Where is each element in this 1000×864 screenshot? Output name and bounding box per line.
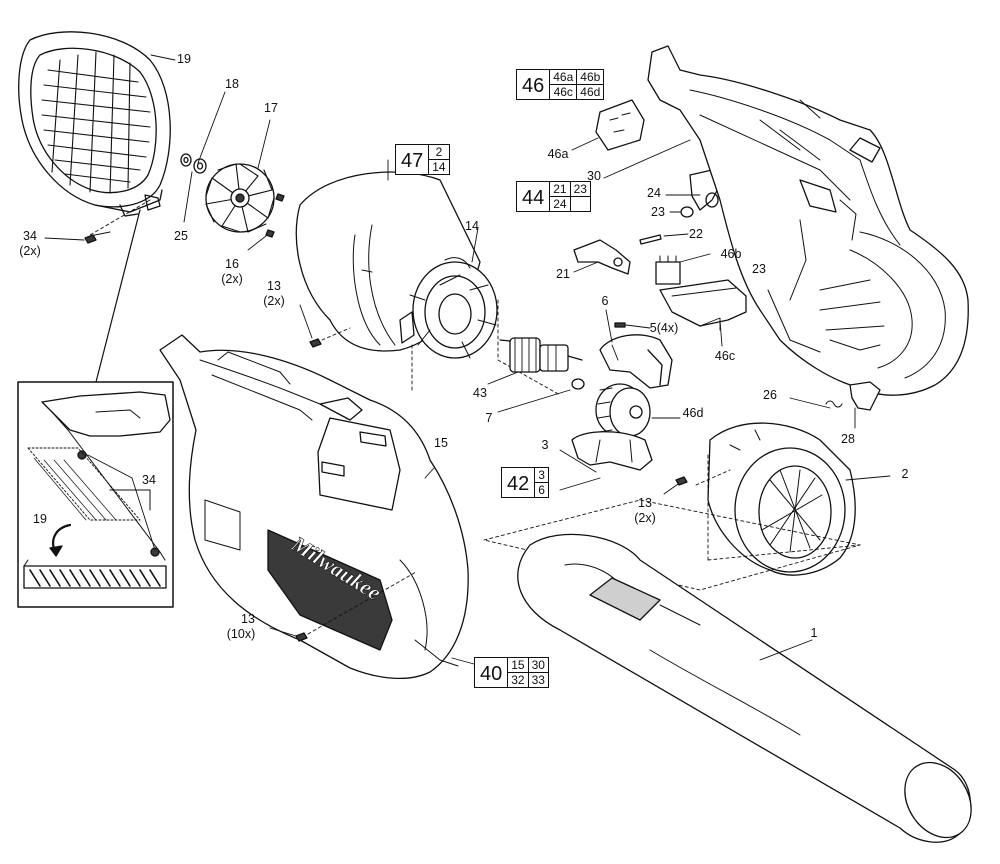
- kit-44-item: 24: [550, 196, 570, 211]
- label-part-24: 24: [647, 186, 661, 200]
- kit-42-item: 3: [538, 468, 545, 482]
- label-part-16-qty: (2x): [221, 272, 243, 286]
- label-part-34-qty: (2x): [19, 244, 41, 258]
- label-part-19: 19: [177, 52, 191, 66]
- label-part-26: 26: [763, 388, 777, 402]
- label-part-13-lower: 13: [241, 612, 255, 626]
- label-part-16: 16: [225, 257, 239, 271]
- brush-holder-part-2: [571, 431, 653, 471]
- speed-control-part: [655, 255, 681, 285]
- label-part-28: 28: [841, 432, 855, 446]
- kit-42-item: 6: [535, 482, 548, 497]
- label-part-43: 43: [473, 386, 487, 400]
- label-part-46b: 46b: [720, 247, 742, 261]
- trigger-part: [573, 239, 631, 275]
- kit-42-number: 42: [502, 468, 536, 497]
- label-inset-part-19: 19: [33, 512, 47, 526]
- label-part-17: 17: [264, 101, 278, 115]
- label-part-46a: 46a: [547, 147, 569, 161]
- label-part-2: 2: [901, 467, 909, 481]
- label-part-23-b: 23: [752, 262, 766, 276]
- label-part-23-a: 23: [651, 205, 665, 219]
- label-part-7: 7: [485, 411, 493, 425]
- label-part-1: 1: [810, 626, 818, 640]
- left-housing-part: [159, 334, 469, 680]
- label-part-6: 6: [601, 294, 609, 308]
- kit-40-number: 40: [475, 658, 509, 687]
- fan-part: [205, 163, 275, 233]
- right-housing-part: [647, 45, 969, 396]
- label-part-46c: 46c: [714, 349, 736, 363]
- label-part-13-right-qty: (2x): [634, 511, 656, 525]
- kit-40-item: 32: [508, 672, 528, 687]
- nozzle-part: [517, 533, 972, 843]
- label-part-22: 22: [689, 227, 703, 241]
- kit-47-item: 14: [429, 159, 449, 174]
- kit-47-number: 47: [396, 145, 430, 174]
- kit-44-item: 21: [553, 182, 567, 196]
- kit-44-number: 44: [517, 182, 551, 211]
- label-part-15: 15: [434, 436, 448, 450]
- switch-part: [595, 99, 645, 151]
- brush-holder-part: [599, 334, 673, 389]
- label-part-13-lower-qty: (10x): [226, 627, 256, 641]
- kit-40-item: 30: [527, 658, 548, 672]
- kit-40-item: 33: [527, 672, 548, 687]
- label-part-21: 21: [556, 267, 570, 281]
- label-part-18: 18: [225, 77, 239, 91]
- label-part-25: 25: [174, 229, 188, 243]
- kit-box-44: 44 21 23 24: [516, 181, 591, 212]
- label-part-13-right: 13: [638, 496, 652, 510]
- kit-box-46: 46 46a 46b 46c 46d: [516, 69, 605, 100]
- label-part-3: 3: [541, 438, 549, 452]
- kit-46-number: 46: [517, 70, 551, 99]
- label-part-14: 14: [465, 219, 479, 233]
- label-part-30: 30: [587, 169, 601, 183]
- control-board-part: [659, 279, 747, 331]
- label-part-34: 34: [23, 229, 37, 243]
- kit-44-item: 23: [569, 182, 590, 196]
- kit-box-40: 40 15 30 32 33: [474, 657, 549, 688]
- kit-box-47: 47 2 14: [395, 144, 450, 175]
- inset-detail: [17, 381, 174, 608]
- kit-40-item: 15: [511, 658, 525, 672]
- kit-46-item: 46b: [576, 70, 603, 84]
- label-part-13-upper-qty: (2x): [263, 294, 285, 308]
- armature-part: [499, 337, 583, 373]
- kit-46-item: 46a: [553, 70, 574, 84]
- motor-shroud-part: [295, 171, 498, 359]
- label-part-13-upper: 13: [267, 279, 281, 293]
- commutator-part: [595, 383, 651, 437]
- label-part-46d: 46d: [682, 406, 704, 420]
- kit-46-item: 46d: [576, 84, 604, 99]
- kit-44-item-empty: [569, 196, 590, 211]
- kit-46-item: 46c: [550, 84, 577, 99]
- fan-housing-part: [707, 422, 856, 576]
- label-inset-part-34: 34: [142, 473, 156, 487]
- rear-grille-part: [18, 31, 171, 217]
- kit-47-item: 2: [435, 145, 443, 159]
- kit-box-42: 42 3 6: [501, 467, 549, 498]
- label-part-5: 5(4x): [649, 321, 679, 335]
